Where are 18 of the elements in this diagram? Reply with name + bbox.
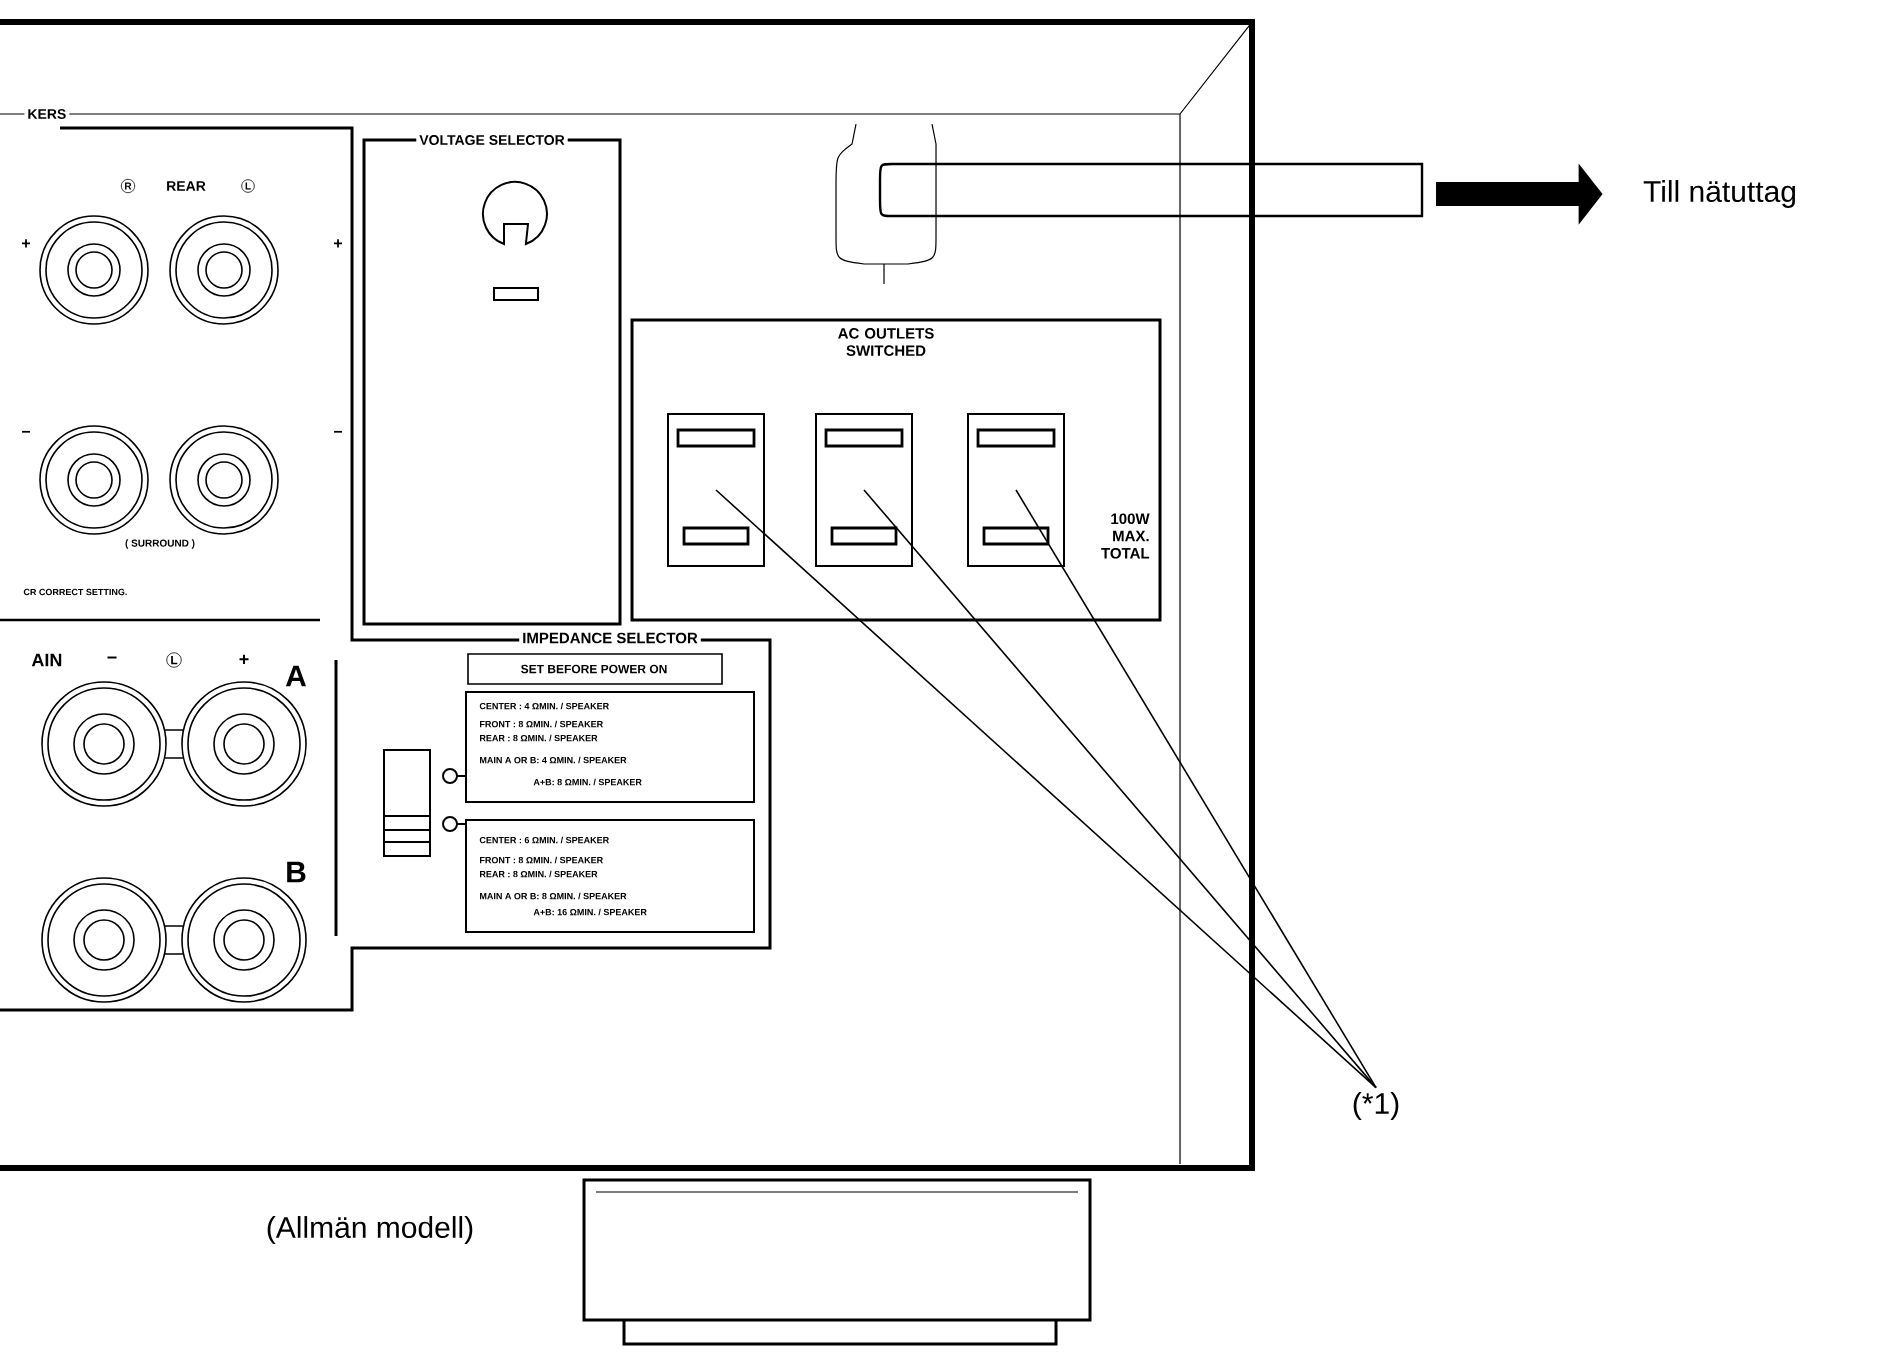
- leader-line: [715, 489, 1377, 1089]
- outlet-socket: [967, 413, 1065, 567]
- polarity-mark: +: [334, 239, 342, 248]
- outlet-socket: [667, 413, 765, 567]
- polarity-mark: +: [22, 239, 30, 248]
- polarity-mark: −: [334, 430, 342, 433]
- polarity-mark: +: [239, 654, 249, 664]
- polarity-mark: −: [22, 430, 30, 433]
- callout-text: (*1): [1353, 1092, 1399, 1120]
- outlet-socket: [815, 413, 913, 567]
- leader-line: [1015, 489, 1377, 1089]
- terminal-label: B: [287, 861, 306, 883]
- caption: (Allmän modell): [267, 1216, 473, 1244]
- terminal-label: A: [285, 665, 307, 687]
- polarity-mark: −: [107, 656, 117, 659]
- callout-text: Till nätuttag: [1643, 180, 1795, 208]
- leader-line: [863, 489, 1377, 1089]
- terminal-label: AIN: [31, 653, 62, 667]
